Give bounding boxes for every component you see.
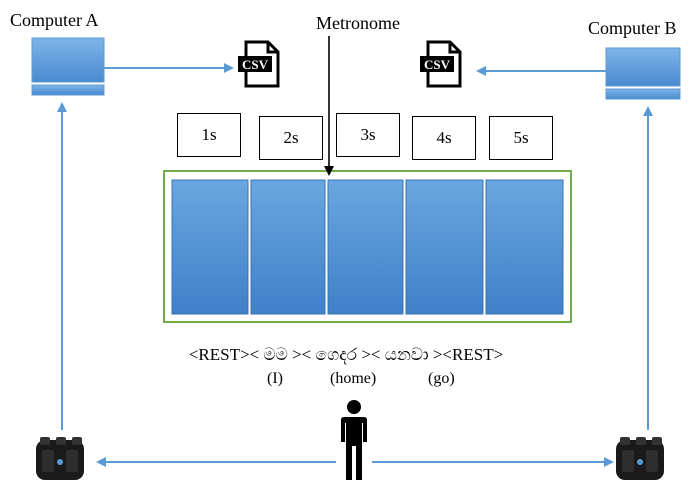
panel-3 — [327, 179, 404, 315]
panel-1 — [171, 179, 249, 315]
computer-b-monitor-icon — [605, 47, 681, 100]
second-box-2: 2s — [259, 116, 323, 160]
panel-4 — [405, 179, 484, 315]
csv-label-left: CSV — [242, 57, 269, 72]
computer-a-monitor-icon — [31, 37, 105, 96]
panel-2 — [250, 179, 326, 315]
sequence-line: <REST>< මම >< ගෙදර >< යනවා ><REST> — [188, 345, 504, 364]
sequence-panels — [171, 179, 564, 315]
csv-label-right: CSV — [424, 57, 451, 72]
gloss-home: (home) — [330, 370, 377, 387]
gloss-go: (go) — [428, 370, 455, 387]
second-box-4: 4s — [412, 116, 476, 160]
sensor-left-icon — [36, 437, 84, 480]
computer-b-label: Computer B — [588, 18, 677, 38]
second-box-1: 1s — [177, 113, 241, 157]
sensor-right-icon — [616, 437, 664, 480]
metronome-label: Metronome — [316, 13, 400, 33]
second-box-3: 3s — [336, 113, 400, 157]
second-box-5: 5s — [489, 116, 553, 160]
person-icon — [341, 400, 367, 480]
csv-file-icon-left: CSV — [238, 40, 280, 88]
panel-5 — [485, 179, 564, 315]
csv-file-icon-right: CSV — [420, 40, 462, 88]
gloss-i: (I) — [267, 370, 283, 387]
computer-a-label: Computer A — [10, 10, 99, 30]
